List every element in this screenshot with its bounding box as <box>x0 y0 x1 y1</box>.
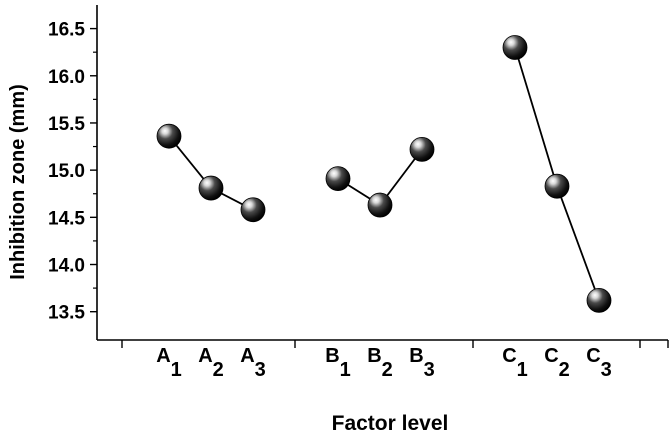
data-point-A1 <box>156 123 182 149</box>
x-axis-label: Factor level <box>332 412 449 435</box>
y-tick-label: 16.5 <box>48 20 85 41</box>
y-axis-label: Inhibition zone (mm) <box>7 84 29 280</box>
x-axis: A1 A2 A3 B1 B2 B3 C1 C2 C3 <box>121 340 641 381</box>
x-tick-label: A3 <box>240 345 266 381</box>
data-point-B1 <box>325 166 351 192</box>
x-tick-label: A1 <box>156 345 182 381</box>
x-tick-label: A2 <box>198 345 224 381</box>
data-point-A3 <box>240 197 266 223</box>
y-tick-label: 15.5 <box>48 114 85 135</box>
data-point-A2 <box>198 175 224 201</box>
data-point-C2 <box>544 173 570 199</box>
y-tick-label: 13.5 <box>48 303 85 324</box>
y-tick-label: 14.0 <box>48 256 85 277</box>
y-tick-label: 14.5 <box>48 208 85 229</box>
x-tick-label: B3 <box>409 345 435 381</box>
data-point-B2 <box>367 192 393 218</box>
y-axis: 13.5 14.0 14.5 15.0 15.5 16.0 16.5 <box>48 20 97 324</box>
plot-frame <box>96 5 669 348</box>
y-tick-label: 16.0 <box>48 67 85 88</box>
x-tick-label: C2 <box>544 345 570 381</box>
x-tick-label: C3 <box>586 345 612 381</box>
x-tick-label: C1 <box>502 345 528 381</box>
x-tick-label: B1 <box>325 345 351 381</box>
y-tick-label: 15.0 <box>48 161 85 182</box>
series-layer <box>156 35 612 313</box>
data-point-C3 <box>586 287 612 313</box>
x-tick-label: B2 <box>367 345 393 381</box>
data-point-C1 <box>502 35 528 60</box>
data-point-B3 <box>409 136 435 162</box>
